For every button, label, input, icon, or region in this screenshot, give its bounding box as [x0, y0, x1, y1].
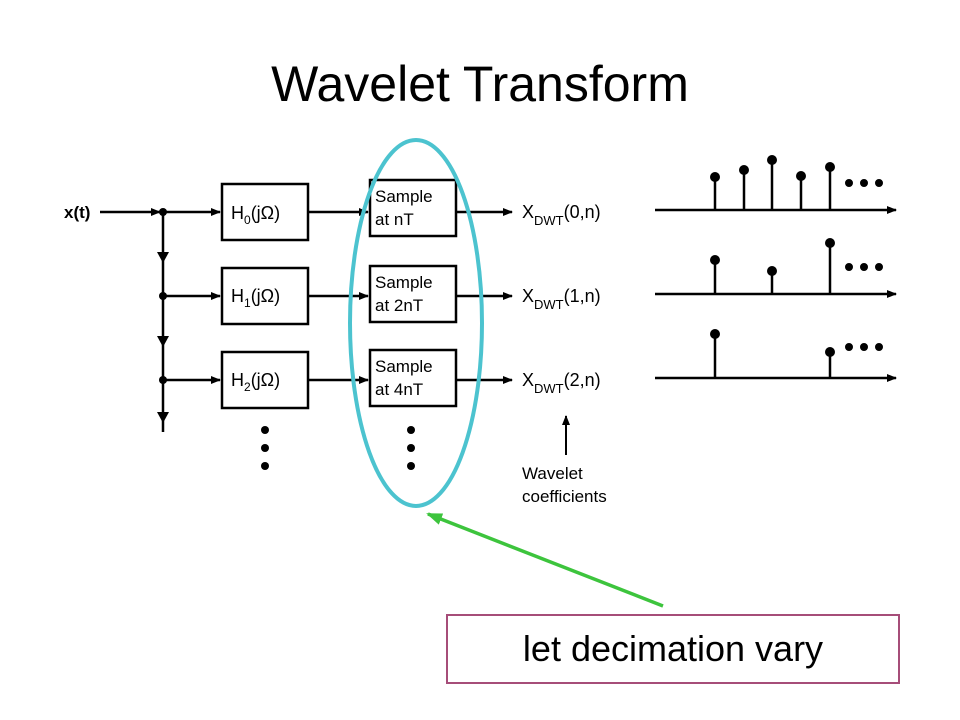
sampler-line1-1: Sample — [375, 273, 433, 292]
coefficients-label-line2: coefficients — [522, 487, 607, 506]
decimation-callout-text: let decimation vary — [522, 628, 824, 669]
stem-plot-2 — [655, 329, 897, 382]
filter-label-1: H1(jΩ) — [231, 286, 280, 310]
output-label-1: XDWT(1,n) — [522, 286, 601, 312]
stem-plot-0 — [655, 155, 897, 214]
sampler-line1-2: Sample — [375, 357, 433, 376]
output-label-2: XDWT(2,n) — [522, 370, 601, 396]
sampler-box-1 — [368, 264, 458, 324]
input-label: x(t) — [64, 203, 90, 222]
sampler-line2-2: at 4nT — [375, 380, 423, 399]
filter-continuation-dots — [261, 426, 269, 470]
slide-title: Wavelet Transform — [271, 56, 689, 112]
trunk-arrowhead-1 — [157, 252, 169, 263]
filter-box-2 — [220, 350, 310, 410]
filter-box-1 — [220, 266, 310, 326]
coefficients-label-line1: Wavelet — [522, 464, 583, 483]
trunk-arrowhead-2 — [157, 336, 169, 347]
sampler-continuation-dots — [407, 426, 415, 470]
trunk-arrowhead-3 — [157, 412, 169, 423]
filter-label-2: H2(jΩ) — [231, 370, 280, 394]
highlight-ellipse — [348, 138, 484, 508]
sampler-line2-0: at nT — [375, 210, 414, 229]
sampler-box-2 — [368, 348, 458, 408]
decimation-callout-box: let decimation vary — [446, 614, 900, 684]
filter-box-0 — [220, 182, 310, 242]
sampler-line2-1: at 2nT — [375, 296, 423, 315]
sampler-box-0 — [368, 178, 458, 238]
sampler-line1-0: Sample — [375, 187, 433, 206]
output-label-0: XDWT(0,n) — [522, 202, 601, 228]
filter-label-0: H0(jΩ) — [231, 203, 280, 227]
stem-plot-1 — [655, 238, 897, 298]
decimation-pointer-arrow — [426, 512, 664, 608]
